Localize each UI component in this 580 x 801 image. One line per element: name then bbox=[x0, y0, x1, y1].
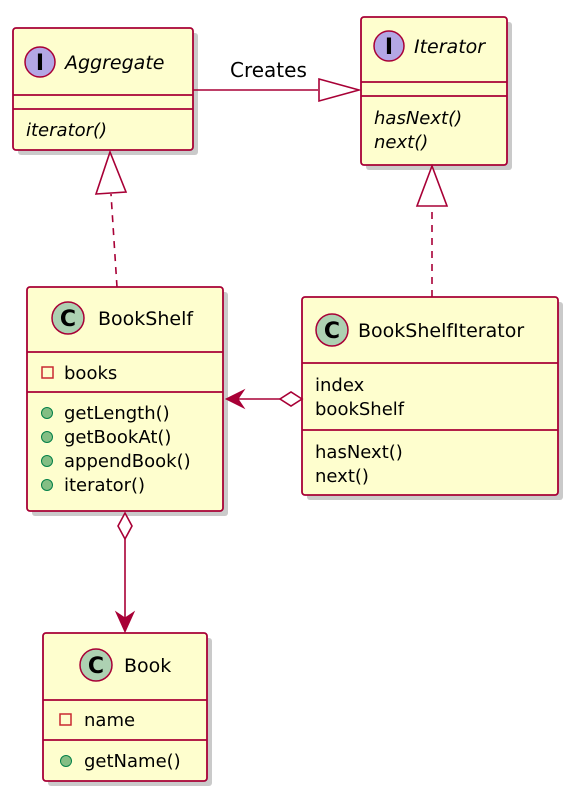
class-box-iterator[interactable]: I Iterator hasNext() next() bbox=[360, 16, 512, 170]
svg-text:I: I bbox=[36, 51, 44, 76]
class-badge-icon: C bbox=[315, 313, 349, 347]
class-name-bookshelf: BookShelf bbox=[98, 308, 194, 330]
field-bookshelfiterator-index: index bbox=[315, 375, 365, 396]
method-bookshelfiterator-next: next() bbox=[315, 466, 369, 487]
method-aggregate-iterator: iterator() bbox=[26, 120, 107, 141]
interface-badge-icon: I bbox=[373, 30, 405, 62]
class-name-iterator: Iterator bbox=[414, 36, 486, 58]
field-bookshelfiterator-bookshelf: bookShelf bbox=[315, 399, 405, 420]
class-name-aggregate: Aggregate bbox=[63, 52, 164, 74]
method-iterator-hasnext: hasNext() bbox=[374, 108, 462, 129]
class-badge-icon: C bbox=[51, 301, 85, 335]
svg-text:C: C bbox=[324, 319, 340, 344]
private-field-icon bbox=[59, 713, 72, 726]
class-name-bookshelf-iterator: BookShelfIterator bbox=[358, 320, 524, 342]
method-bookshelf-iterator: iterator() bbox=[64, 475, 145, 496]
relation-creates: Creates bbox=[193, 58, 363, 103]
relation-bookshelfiterator-realizes-iterator bbox=[415, 163, 449, 297]
relation-bookshelf-realizes-aggregate bbox=[94, 149, 128, 288]
private-field-icon bbox=[41, 366, 54, 379]
svg-text:C: C bbox=[88, 654, 104, 679]
public-method-icon bbox=[41, 431, 53, 443]
relation-bookshelfiterator-aggregates-bookshelf bbox=[224, 388, 304, 410]
interface-badge-icon: I bbox=[24, 46, 56, 78]
class-box-bookshelf-iterator[interactable]: C BookShelfIterator index bookShelf hasN… bbox=[301, 296, 563, 500]
class-box-bookshelf[interactable]: C BookShelf books getLength() getBookAt(… bbox=[26, 286, 228, 516]
method-bookshelf-getbookat: getBookAt() bbox=[64, 427, 171, 448]
field-book-name: name bbox=[84, 710, 135, 731]
method-bookshelfiterator-hasnext: hasNext() bbox=[315, 442, 403, 463]
public-method-icon bbox=[41, 407, 53, 419]
method-bookshelf-appendbook: appendBook() bbox=[64, 451, 191, 472]
class-name-book: Book bbox=[124, 655, 171, 677]
public-method-icon bbox=[41, 455, 53, 467]
class-badge-icon: C bbox=[79, 648, 113, 682]
field-bookshelf-books: books bbox=[64, 363, 117, 384]
class-box-book[interactable]: C Book name getName() bbox=[42, 632, 212, 786]
class-box-aggregate[interactable]: I Aggregate iterator() bbox=[12, 27, 198, 155]
public-method-icon bbox=[41, 479, 53, 491]
method-book-getname: getName() bbox=[84, 751, 181, 772]
relation-bookshelf-aggregates-book bbox=[114, 511, 136, 634]
method-iterator-next: next() bbox=[374, 132, 428, 153]
public-method-icon bbox=[60, 755, 72, 767]
svg-text:I: I bbox=[385, 35, 393, 60]
method-bookshelf-getlength: getLength() bbox=[64, 403, 170, 424]
svg-text:C: C bbox=[60, 307, 76, 332]
relation-label-creates: Creates bbox=[230, 58, 307, 82]
